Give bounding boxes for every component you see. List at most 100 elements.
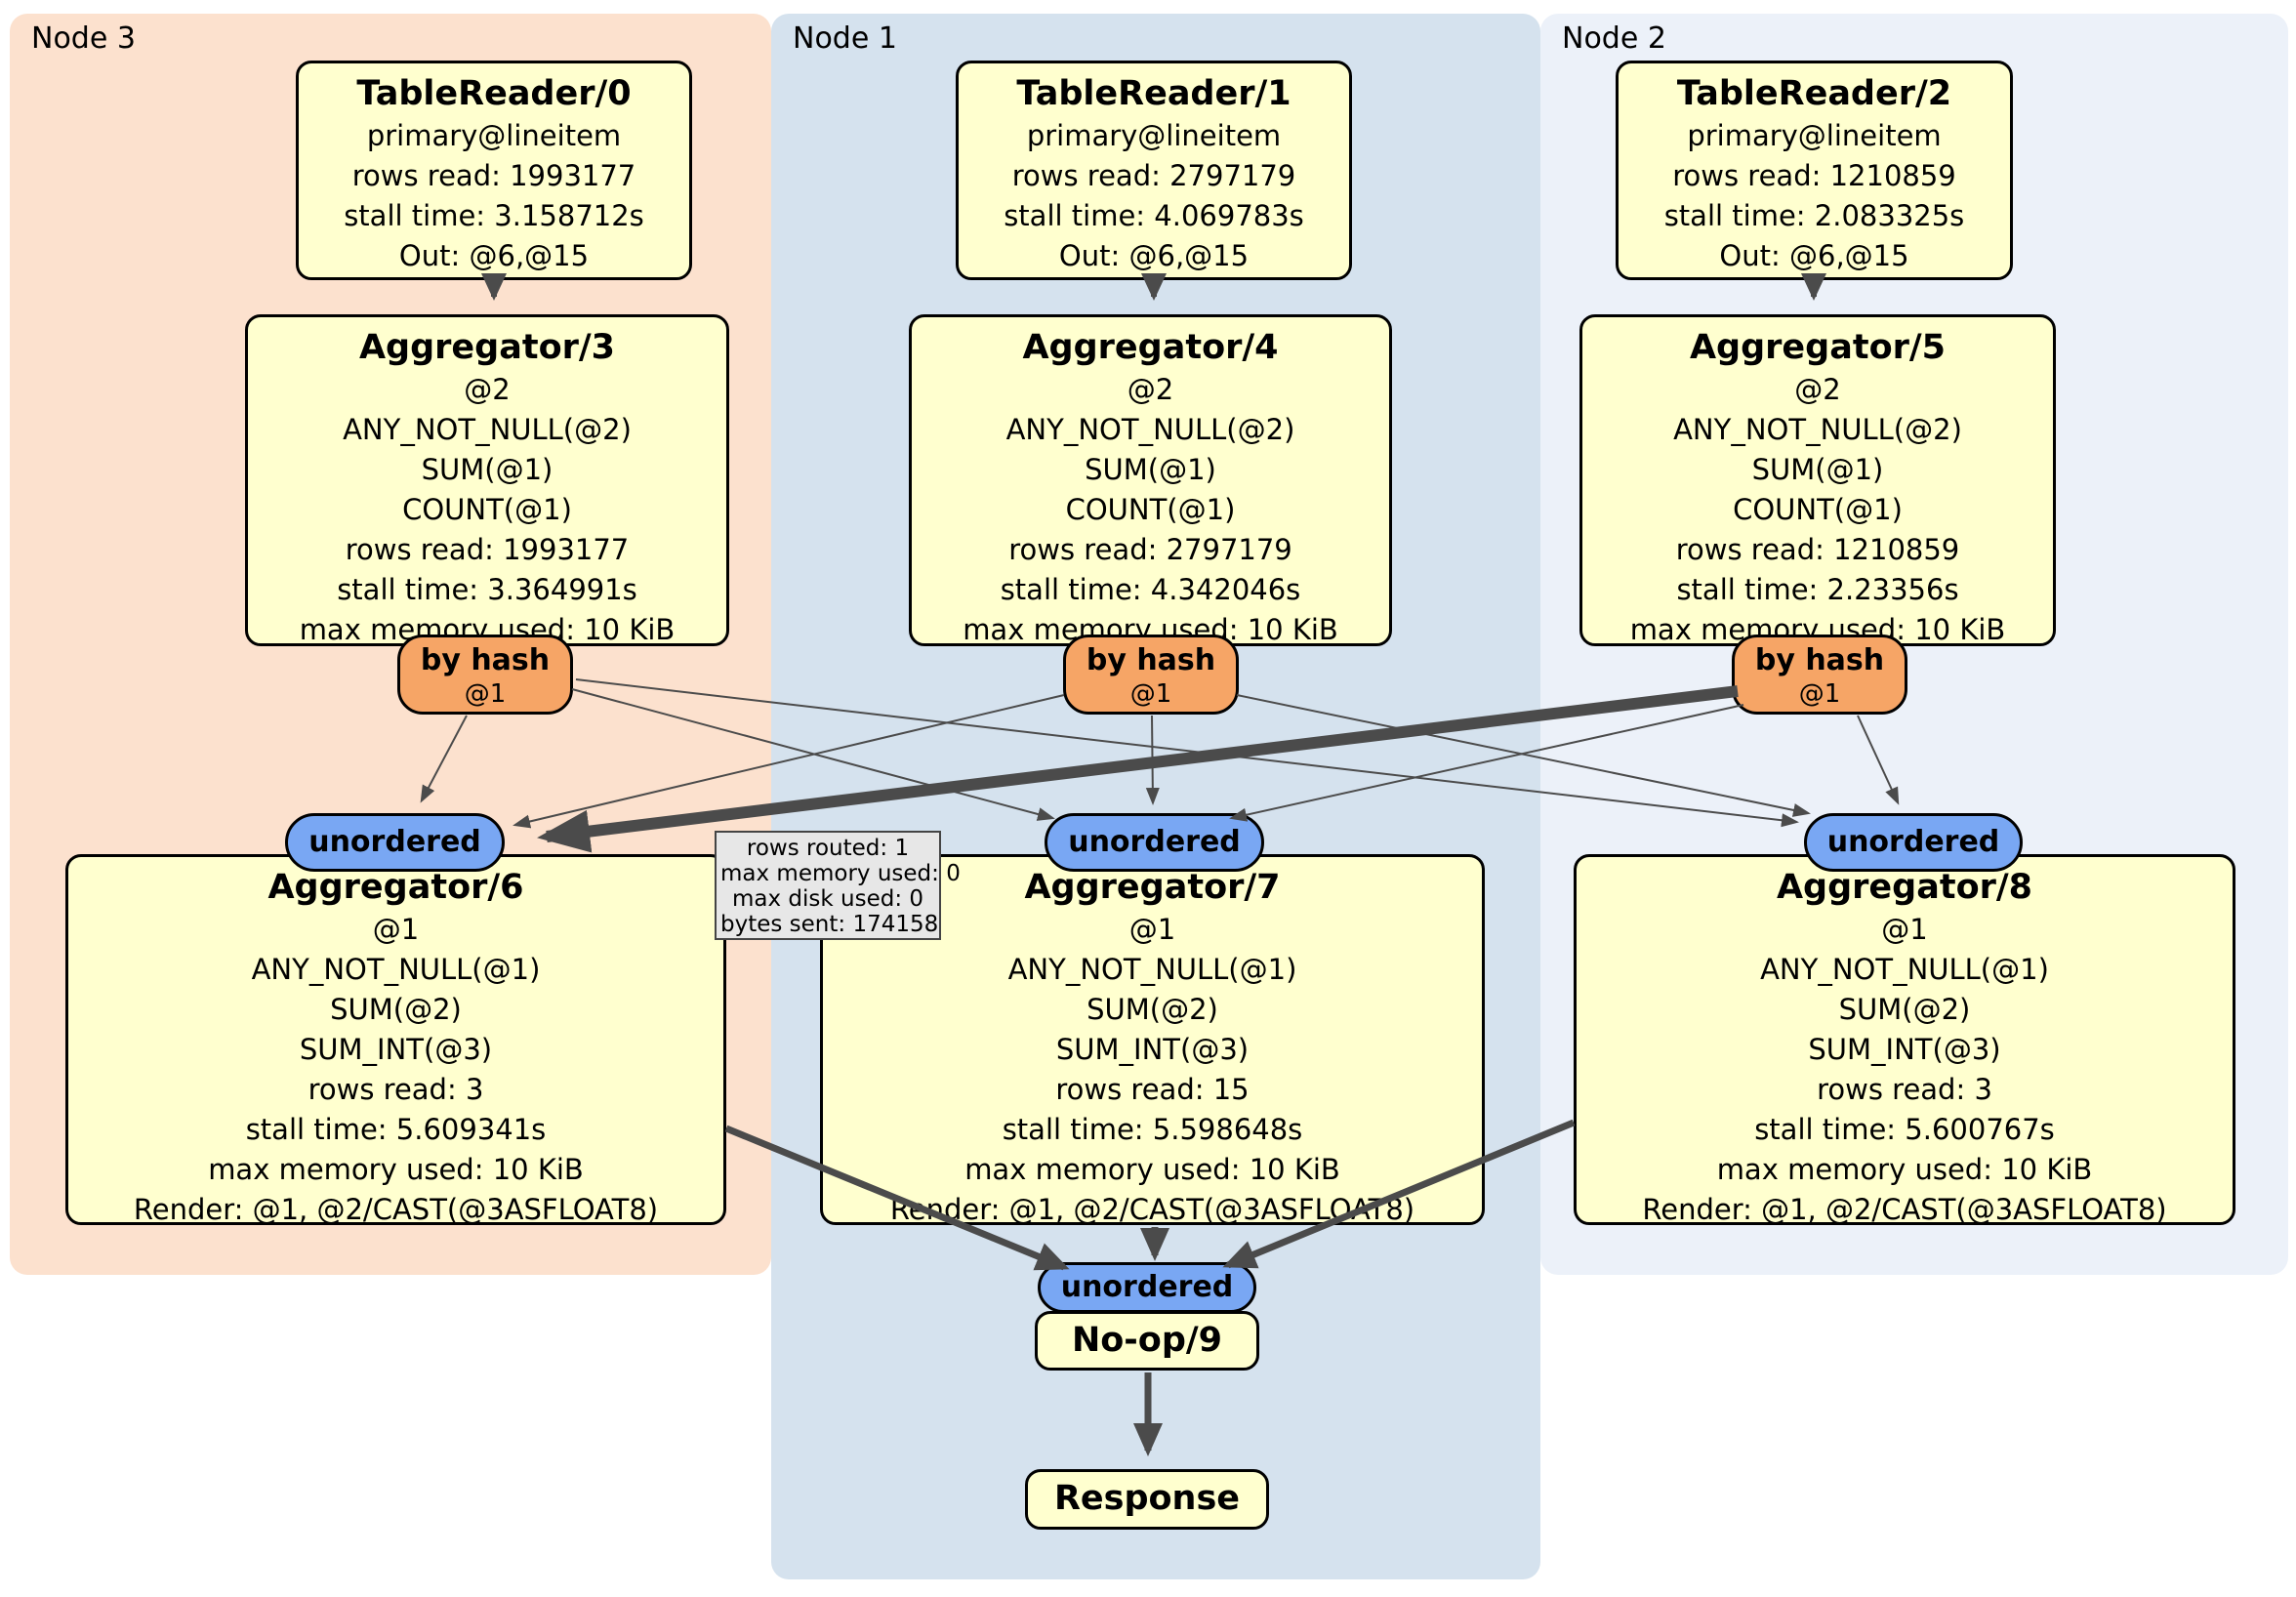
aggregator-4-line: SUM(@1) xyxy=(1085,453,1216,486)
aggregator-3-line: COUNT(@1) xyxy=(402,493,572,526)
aggregator-4-line: @2 xyxy=(1127,373,1174,406)
unordered-node2[interactable]: unordered xyxy=(1804,813,2023,872)
aggregator-7-line: SUM(@2) xyxy=(1086,993,1218,1026)
noop-9-title: No-op/9 xyxy=(1071,1321,1223,1360)
unordered-label: unordered xyxy=(1060,1270,1234,1304)
aggregator-6-title: Aggregator/6 xyxy=(267,868,524,907)
by-hash-node2[interactable]: by hash @1 xyxy=(1732,635,1907,715)
by-hash-label: by hash xyxy=(1086,643,1216,677)
aggregator-6-line: @1 xyxy=(372,913,420,946)
response-title: Response xyxy=(1053,1479,1241,1518)
aggregator-7-line: Render: @1, @2/CAST(@3ASFLOAT8) xyxy=(889,1193,1415,1226)
by-hash-node3[interactable]: by hash @1 xyxy=(397,635,573,715)
aggregator-5-line: COUNT(@1) xyxy=(1733,493,1903,526)
aggregator-8-line: Render: @1, @2/CAST(@3ASFLOAT8) xyxy=(1642,1193,2167,1226)
aggregator-8-line: ANY_NOT_NULL(@1) xyxy=(1760,953,2049,986)
aggregator-6-line: Render: @1, @2/CAST(@3ASFLOAT8) xyxy=(133,1193,659,1226)
by-hash-sub: @1 xyxy=(1798,679,1841,709)
aggregator-7-title: Aggregator/7 xyxy=(1024,868,1281,907)
tooltip-line: max memory used: 0 xyxy=(720,861,961,886)
aggregator-6-line: rows read: 3 xyxy=(308,1073,484,1106)
aggregator-8[interactable]: Aggregator/8 @1 ANY_NOT_NULL(@1) SUM(@2)… xyxy=(1574,854,2235,1226)
aggregator-7-line: @1 xyxy=(1128,913,1176,946)
tablereader-1[interactable]: TableReader/1 primary@lineitem rows read… xyxy=(956,61,1352,280)
aggregator-5[interactable]: Aggregator/5 @2 ANY_NOT_NULL(@2) SUM(@1)… xyxy=(1579,314,2056,646)
tablereader-1-line: stall time: 4.069783s xyxy=(1004,199,1304,232)
tablereader-0-title: TableReader/0 xyxy=(356,74,632,113)
aggregator-3[interactable]: Aggregator/3 @2 ANY_NOT_NULL(@2) SUM(@1)… xyxy=(245,314,729,646)
aggregator-8-line: SUM(@2) xyxy=(1838,993,1971,1026)
aggregator-5-line: SUM(@1) xyxy=(1751,453,1884,486)
aggregator-5-line: stall time: 2.23356s xyxy=(1676,573,1959,606)
panel-node2-label: Node 2 xyxy=(1562,21,1666,56)
tablereader-1-line: primary@lineitem xyxy=(1026,119,1282,152)
aggregator-4-title: Aggregator/4 xyxy=(1022,328,1279,367)
aggregator-5-title: Aggregator/5 xyxy=(1689,328,1947,367)
aggregator-6-line: ANY_NOT_NULL(@1) xyxy=(251,953,541,986)
noop-9[interactable]: No-op/9 xyxy=(1035,1311,1259,1371)
tablereader-2-line: Out: @6,@15 xyxy=(1719,239,1909,272)
by-hash-sub: @1 xyxy=(464,679,507,709)
tablereader-0-line: rows read: 1993177 xyxy=(351,159,636,192)
tablereader-2[interactable]: TableReader/2 primary@lineitem rows read… xyxy=(1616,61,2013,280)
aggregator-3-line: ANY_NOT_NULL(@2) xyxy=(343,413,632,446)
response[interactable]: Response xyxy=(1025,1469,1269,1530)
aggregator-6-line: SUM(@2) xyxy=(330,993,462,1026)
aggregator-7-line: SUM_INT(@3) xyxy=(1055,1033,1250,1066)
tooltip-line: bytes sent: 174158 xyxy=(720,912,939,937)
aggregator-4[interactable]: Aggregator/4 @2 ANY_NOT_NULL(@2) SUM(@1)… xyxy=(909,314,1392,646)
aggregator-7-line: max memory used: 10 KiB xyxy=(964,1153,1340,1186)
aggregator-3-line: @2 xyxy=(464,373,511,406)
aggregator-4-line: stall time: 4.342046s xyxy=(1000,573,1301,606)
tablereader-2-line: rows read: 1210859 xyxy=(1672,159,1956,192)
aggregator-4-line: rows read: 2797179 xyxy=(1008,533,1292,566)
aggregator-6-line: SUM_INT(@3) xyxy=(299,1033,493,1066)
tablereader-0-line: stall time: 3.158712s xyxy=(344,199,644,232)
by-hash-sub: @1 xyxy=(1129,679,1172,709)
unordered-node1[interactable]: unordered xyxy=(1045,813,1264,872)
tablereader-1-line: Out: @6,@15 xyxy=(1058,239,1250,272)
tooltip-line: max disk used: 0 xyxy=(731,886,924,912)
tablereader-0-line: Out: @6,@15 xyxy=(398,239,590,272)
by-hash-label: by hash xyxy=(1754,643,1885,677)
tablereader-1-title: TableReader/1 xyxy=(1016,74,1292,113)
aggregator-6[interactable]: Aggregator/6 @1 ANY_NOT_NULL(@1) SUM(@2)… xyxy=(65,854,726,1226)
aggregator-7-line: stall time: 5.598648s xyxy=(1002,1113,1303,1146)
aggregator-5-line: ANY_NOT_NULL(@2) xyxy=(1673,413,1962,446)
aggregator-3-title: Aggregator/3 xyxy=(358,328,616,367)
aggregator-8-line: max memory used: 10 KiB xyxy=(1716,1153,2093,1186)
by-hash-label: by hash xyxy=(420,643,551,677)
aggregator-3-line: SUM(@1) xyxy=(421,453,554,486)
aggregator-3-line: stall time: 3.364991s xyxy=(337,573,637,606)
unordered-label: unordered xyxy=(1068,825,1241,859)
stream-tooltip: rows routed: 1 max memory used: 0 max di… xyxy=(715,831,961,940)
aggregator-8-line: @1 xyxy=(1881,913,1928,946)
aggregator-5-line: rows read: 1210859 xyxy=(1675,533,1960,566)
tooltip-line: rows routed: 1 xyxy=(746,836,910,861)
tablereader-2-line: stall time: 2.083325s xyxy=(1663,199,1965,232)
aggregator-7-line: rows read: 15 xyxy=(1055,1073,1250,1106)
by-hash-node1[interactable]: by hash @1 xyxy=(1063,635,1239,715)
unordered-node3[interactable]: unordered xyxy=(285,813,505,872)
tablereader-2-title: TableReader/2 xyxy=(1676,74,1952,113)
aggregator-8-line: rows read: 3 xyxy=(1817,1073,1992,1106)
unordered-label: unordered xyxy=(1826,825,2000,859)
tablereader-0[interactable]: TableReader/0 primary@lineitem rows read… xyxy=(296,61,692,280)
tablereader-1-line: rows read: 2797179 xyxy=(1011,159,1296,192)
panel-node1-label: Node 1 xyxy=(793,21,897,56)
aggregator-5-line: @2 xyxy=(1794,373,1841,406)
tablereader-0-line: primary@lineitem xyxy=(366,119,622,152)
aggregator-3-line: rows read: 1993177 xyxy=(345,533,630,566)
aggregator-6-line: stall time: 5.609341s xyxy=(245,1113,547,1146)
unordered-label: unordered xyxy=(308,825,481,859)
aggregator-4-line: COUNT(@1) xyxy=(1065,493,1236,526)
tablereader-2-line: primary@lineitem xyxy=(1687,119,1942,152)
aggregator-8-title: Aggregator/8 xyxy=(1776,868,2033,907)
aggregator-4-line: ANY_NOT_NULL(@2) xyxy=(1005,413,1295,446)
aggregator-6-line: max memory used: 10 KiB xyxy=(208,1153,584,1186)
panel-node3-label: Node 3 xyxy=(31,21,136,56)
unordered-final[interactable]: unordered xyxy=(1038,1262,1256,1313)
aggregator-8-line: stall time: 5.600767s xyxy=(1754,1113,2055,1146)
aggregator-8-line: SUM_INT(@3) xyxy=(1808,1033,2001,1066)
